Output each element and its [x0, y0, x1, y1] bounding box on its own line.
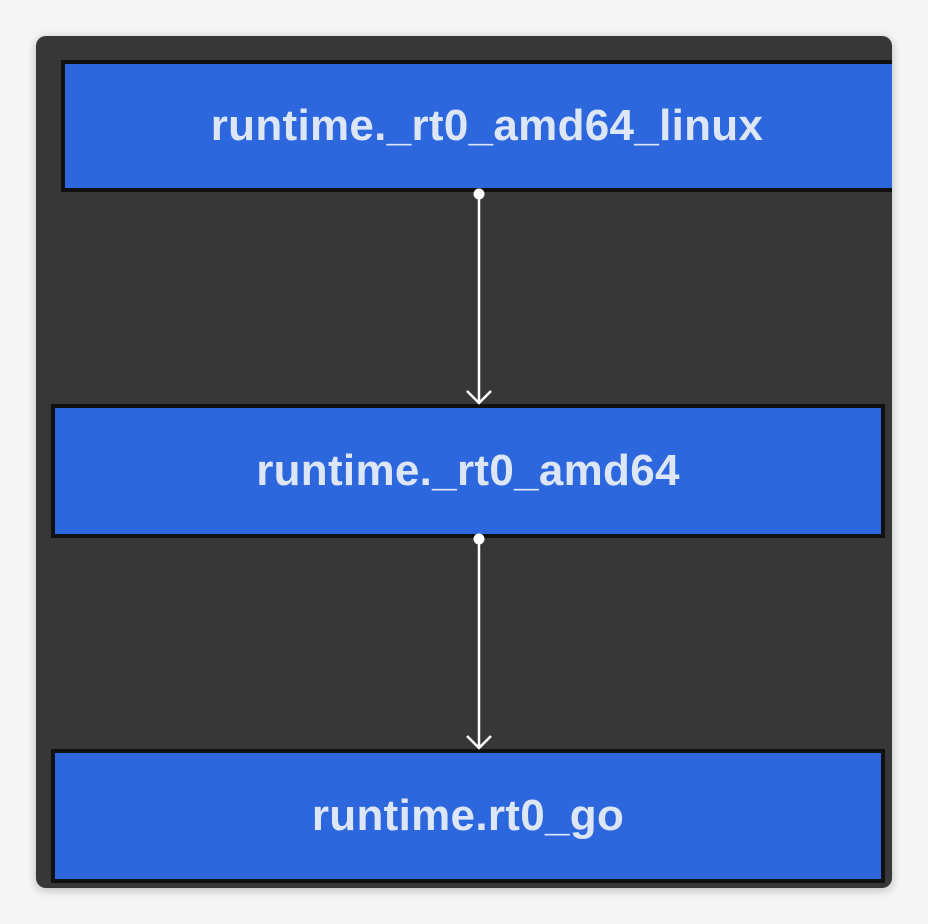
node-rt0-amd64-linux: runtime._rt0_amd64_linux	[61, 60, 892, 192]
arrowhead-icon	[466, 735, 492, 750]
edge-1-2	[466, 188, 492, 405]
node-rt0-amd64: runtime._rt0_amd64	[51, 404, 885, 538]
edge-2-3	[466, 533, 492, 750]
diagram-canvas: runtime._rt0_amd64_linux runtime._rt0_am…	[36, 36, 892, 888]
node-label: runtime.rt0_go	[311, 791, 625, 840]
arrowhead-icon	[466, 390, 492, 405]
node-label: runtime._rt0_amd64_linux	[210, 101, 764, 150]
node-rt0-go: runtime.rt0_go	[51, 749, 885, 883]
node-label: runtime._rt0_amd64	[256, 446, 680, 495]
